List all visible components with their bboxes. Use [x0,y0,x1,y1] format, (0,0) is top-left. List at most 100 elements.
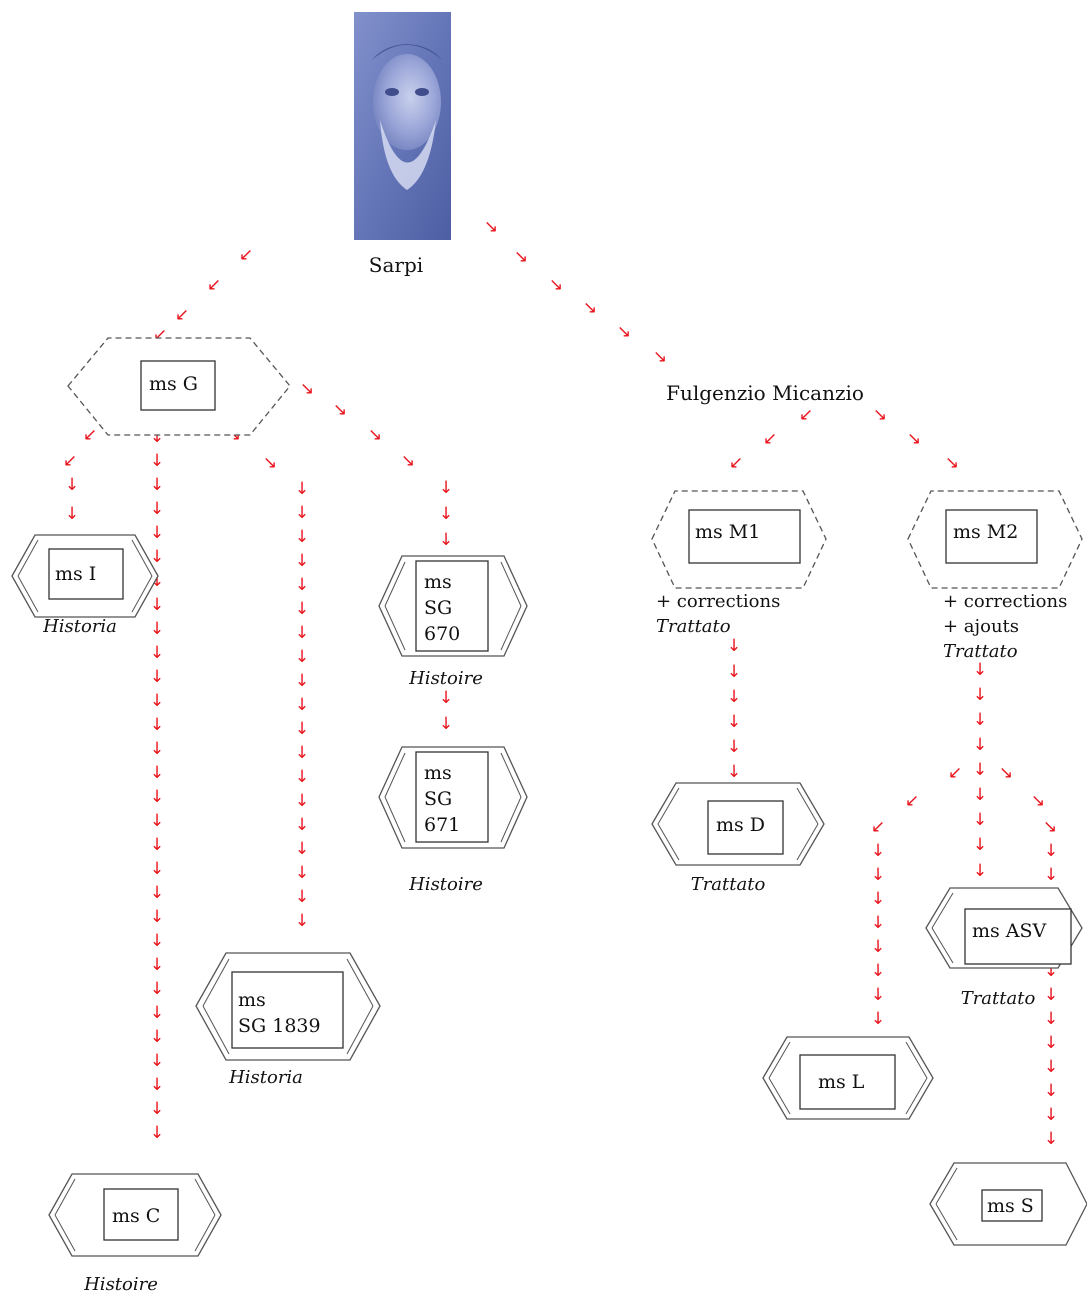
red-arrow-icon: ↓ [439,688,453,708]
red-arrow-icon: ↓ [439,530,453,550]
red-arrow-icon: ↓ [295,743,309,763]
red-arrow-icon: ↓ [295,719,309,739]
red-arrow-icon: ↓ [295,839,309,859]
red-arrow-icon: ↓ [1044,1129,1058,1149]
arrow-chain-ms-g-to-ms-c: ↓↓↓↓↓↓↓↓↓↓↓↓↓↓↓↓↓↓↓↓↓↓↓↓↓↓↓↓↓↓ [150,427,164,1143]
red-arrow-icon: ↘ [514,247,528,267]
red-arrow-icon: ↘ [999,763,1013,783]
arrow-chain-sarpi-to-ms-g: ↙↙↙↙ [153,245,253,345]
red-arrow-icon: ↓ [150,475,164,495]
node-ms-m1: ms M1 + corrections Trattato [651,490,827,637]
red-arrow-icon: ↓ [973,735,987,755]
red-arrow-icon: ↓ [1044,1033,1058,1053]
red-arrow-icon: ↘ [333,400,347,420]
node-ms-i: ms I Historia [11,534,159,637]
red-arrow-icon: ↓ [150,811,164,831]
red-arrow-icon: ↘ [907,429,921,449]
red-arrow-icon: ↓ [65,504,79,524]
manuscript-box [799,1054,896,1110]
portrait-eye-right [415,88,429,96]
red-arrow-icon: ↓ [295,791,309,811]
portrait-eye-left [385,88,399,96]
manuscript-box [945,509,1038,564]
node-ms-s: ms S [929,1162,1087,1246]
red-arrow-icon: ↘ [300,379,314,399]
manuscript-box [231,971,344,1049]
arrow-chain-ms-g-to-ms-sg-670-drop: ↓ ↓ ↓ [439,478,453,550]
ms-label: ms L [818,1071,865,1093]
red-arrow-icon: ↙ [799,405,813,425]
red-arrow-icon: ↓ [1044,985,1058,1005]
node-ms-d: ms D Trattato [651,782,825,895]
arrow-chain-ms-g-to-ms-sg-670: ↘↘↘↘ [300,379,415,471]
red-arrow-icon: ↓ [150,595,164,615]
red-arrow-icon: ↓ [1044,865,1058,885]
red-arrow-icon: ↓ [439,478,453,498]
red-arrow-icon: ↓ [150,835,164,855]
sarpi-label: Sarpi [369,253,423,277]
red-arrow-icon: ↘ [549,275,563,295]
portrait-face [373,54,441,150]
manuscript-box [103,1188,179,1241]
sarpi-portrait [354,12,451,240]
red-arrow-icon: ↓ [727,662,741,682]
node-ms-g: ms G [67,337,291,436]
portrait-beard [380,120,436,190]
ms-caption: Trattato [961,988,1036,1009]
red-arrow-icon: ↓ [150,1003,164,1023]
node-ms-c: ms C Histoire [48,1173,222,1295]
ms-caption: Historia [228,1067,303,1088]
red-arrow-icon: ↙ [83,425,97,445]
red-arrow-icon: ↓ [295,815,309,835]
red-arrow-icon: ↓ [871,889,885,909]
manuscript-box [140,360,216,411]
red-arrow-icon: ↓ [150,643,164,663]
ms-label: ms ASV [972,920,1047,942]
ms-caption: Histoire [408,874,483,895]
red-arrow-icon: ↓ [439,504,453,524]
red-arrow-icon: ↘ [653,347,667,367]
arrow-chain-ms-m2-to-ms-s-drop: ↓↓↓↓↓↓↓↓↓↓↓↓↓ [1044,841,1058,1149]
arrow-chain-ms-m2-to-ms-s: ↘↘↘ [999,763,1057,837]
red-arrow-icon: ↓ [727,712,741,732]
red-arrow-icon: ↓ [150,739,164,759]
arrow-chain-ms-g-to-ms-sg-1839-drop: ↓↓↓↓↓↓↓↓↓↓↓↓↓↓↓↓↓↓↓ [295,479,309,931]
red-arrow-icon: ↓ [150,451,164,471]
red-arrow-icon: ↓ [727,687,741,707]
red-arrow-icon: ↓ [1044,1105,1058,1125]
red-arrow-icon: ↓ [150,979,164,999]
ms-label-line-2: SG [424,788,452,810]
red-arrow-icon: ↙ [948,763,962,783]
red-arrow-icon: ↓ [295,887,309,907]
red-arrow-icon: ↘ [368,425,382,445]
ms-caption: Historia [42,616,117,637]
arrow-chain-micanzio-to-ms-m2: ↘ ↘ ↘ [873,405,959,473]
ms-caption: Trattato [691,874,766,895]
red-arrow-icon: ↘ [1043,817,1057,837]
arrow-chain-ms-g-to-ms-i-drop: ↓↓ [65,475,79,524]
red-arrow-icon: ↙ [729,453,743,473]
node-ms-asv: ms ASV Trattato [925,887,1083,1009]
red-arrow-icon: ↓ [150,499,164,519]
ms-note: + corrections [943,591,1067,612]
ms-label-line-2: SG 1839 [238,1015,321,1037]
red-arrow-icon: ↙ [871,817,885,837]
ms-label: ms C [112,1205,160,1227]
ms-label: ms S [987,1195,1034,1217]
manuscript-box [415,751,489,843]
red-arrow-icon: ↙ [207,275,221,295]
red-arrow-icon: ↓ [295,575,309,595]
red-arrow-icon: ↘ [945,453,959,473]
ms-label-line-3: 671 [424,814,460,836]
manuscript-box [48,548,124,600]
red-arrow-icon: ↘ [873,405,887,425]
ms-label: ms I [55,563,96,585]
manuscript-box [964,908,1072,965]
red-arrow-icon: ↓ [973,685,987,705]
arrow-chain-micanzio-to-ms-m1: ↙↙↙ [729,405,813,473]
node-ms-sg-670: ms SG 670 Histoire [378,555,528,689]
arrow-chain-sarpi-to-micanzio: ↘↘↘↘↘↘ [484,217,667,367]
arrow-chain-ms-m2-to-ms-l: ↙↙↙ [871,763,962,837]
red-arrow-icon: ↓ [150,523,164,543]
red-arrow-icon: ↓ [973,810,987,830]
